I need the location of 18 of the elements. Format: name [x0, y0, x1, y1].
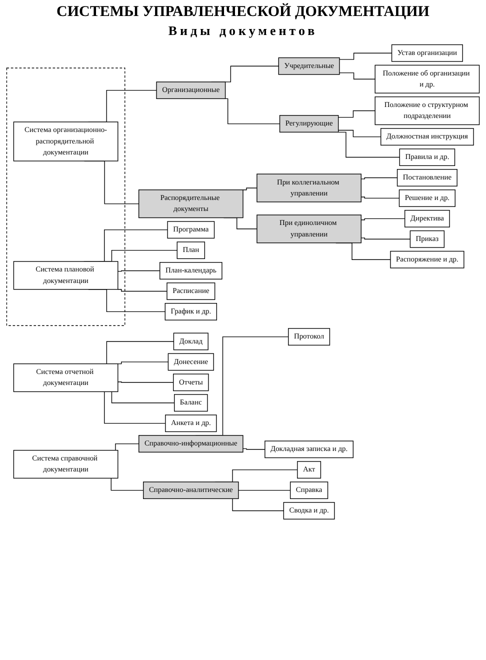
connector — [360, 218, 406, 220]
connector — [339, 72, 376, 80]
connector — [338, 130, 382, 138]
connector — [338, 110, 376, 118]
connector — [339, 52, 392, 60]
connector — [118, 289, 168, 292]
connector — [242, 448, 266, 450]
connector — [118, 362, 169, 364]
connector — [360, 238, 411, 240]
connector — [118, 270, 160, 272]
diagram-title: СИСТЕМЫ УПРАВЛЕНЧЕСКОЙ ДОКУМЕНТАЦИИ — [56, 2, 430, 22]
connector — [118, 382, 174, 383]
cluster — [6, 68, 126, 326]
connector — [360, 177, 398, 180]
connector — [242, 188, 258, 190]
connector — [360, 196, 400, 199]
connector — [238, 490, 291, 491]
section-heading: Виды документов — [168, 23, 318, 39]
